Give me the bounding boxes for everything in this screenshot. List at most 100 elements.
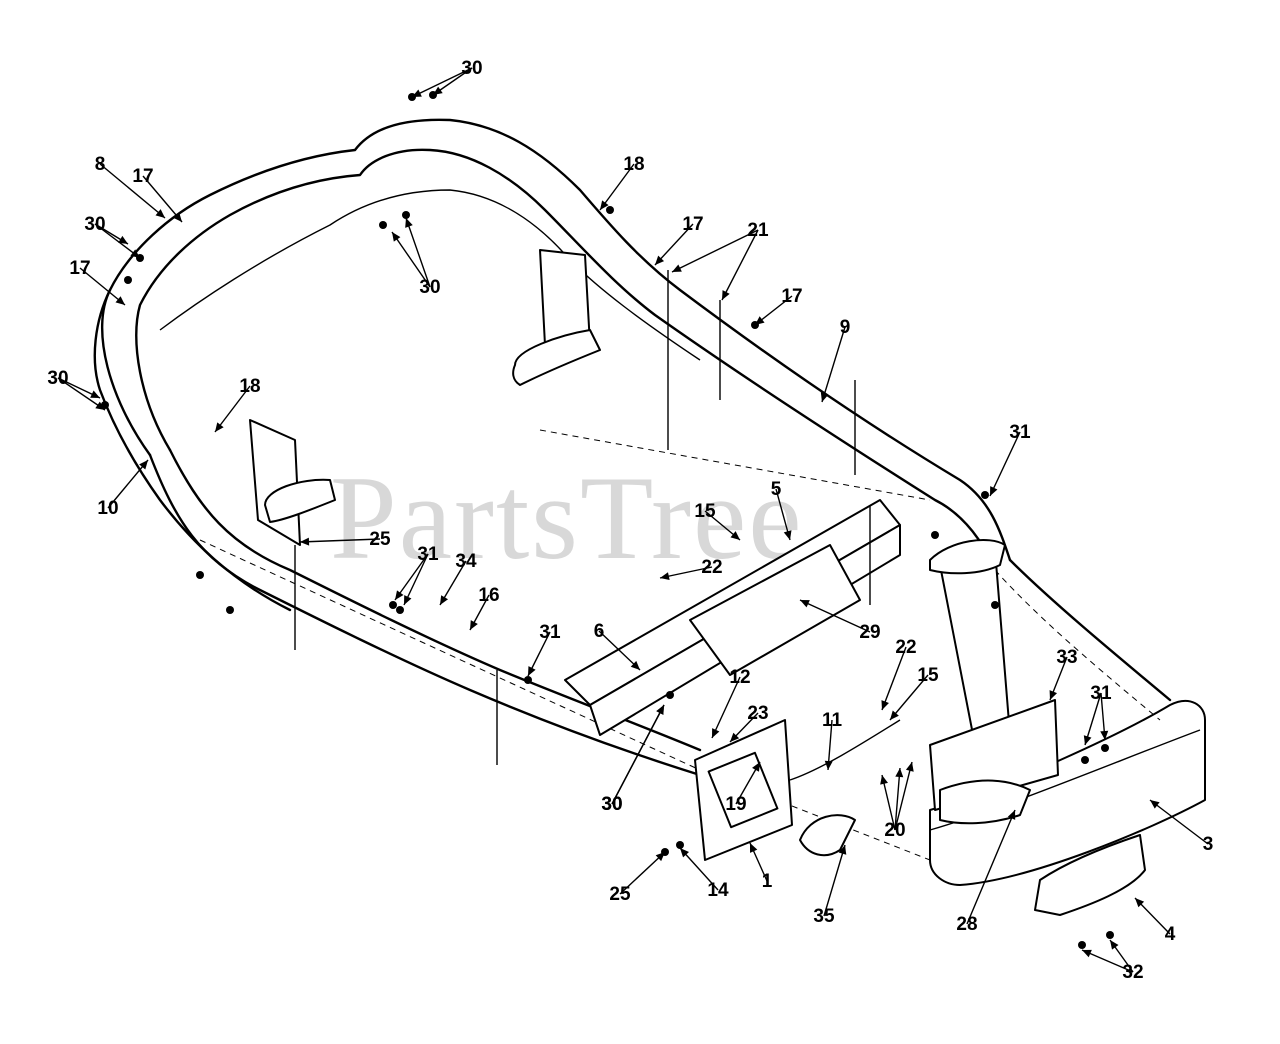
callout-18: 18 <box>599 154 645 211</box>
callout-30: 30 <box>47 368 106 411</box>
callout-23: 23 <box>729 703 769 743</box>
callout-30: 30 <box>411 58 483 98</box>
callout-30: 30 <box>84 214 141 259</box>
callout-leader <box>671 229 759 273</box>
callout-label: 15 <box>694 501 716 522</box>
callout-leader <box>1149 799 1209 845</box>
callout-arrowhead <box>660 572 670 581</box>
callout-label: 5 <box>771 479 782 500</box>
callout-arrowhead <box>630 660 640 670</box>
callout-arrowhead <box>1082 949 1092 958</box>
callout-leader <box>99 163 166 219</box>
callout-label: 20 <box>884 820 905 841</box>
callout-leader <box>142 175 183 223</box>
callout-10: 10 <box>97 459 149 519</box>
callout-label: 17 <box>781 286 802 307</box>
callout-label: 9 <box>840 317 851 338</box>
callout-arrowhead <box>990 486 998 496</box>
callout-31: 31 <box>989 422 1031 497</box>
callout-arrowhead <box>905 762 914 772</box>
callout-arrowhead <box>1110 940 1119 950</box>
callout-label: 33 <box>1056 647 1077 668</box>
callout-17: 17 <box>132 166 183 223</box>
callout-leader <box>721 229 759 301</box>
callout-label: 32 <box>1122 962 1143 983</box>
callout-29: 29 <box>799 599 881 643</box>
callout-label: 3 <box>1203 834 1214 855</box>
callout-label: 6 <box>594 621 605 642</box>
callout-19: 19 <box>725 761 761 815</box>
callout-leader <box>799 599 871 633</box>
callout-12: 12 <box>711 667 751 739</box>
callout-arrowhead <box>824 760 833 770</box>
callout-leader <box>654 223 694 266</box>
callout-arrowhead <box>895 768 904 778</box>
callout-arrowhead <box>155 209 165 218</box>
callout-arrowhead <box>672 264 682 272</box>
callout-label: 25 <box>609 884 631 905</box>
callout-arrowhead <box>730 531 740 540</box>
callout-arrowhead <box>800 600 810 608</box>
callout-label: 30 <box>84 214 105 235</box>
callout-leader <box>894 761 913 831</box>
callout-leader <box>989 431 1021 497</box>
callout-leader <box>889 674 929 721</box>
callout-5: 5 <box>771 479 792 541</box>
callout-arrowhead <box>1049 690 1058 700</box>
callout-17: 17 <box>654 214 704 266</box>
callout-label: 30 <box>601 794 622 815</box>
callout-label: 30 <box>461 58 482 79</box>
callout-25: 25 <box>299 529 391 550</box>
callout-label: 31 <box>539 622 561 643</box>
callout-leader <box>214 385 251 433</box>
callout-25: 25 <box>609 851 666 905</box>
callout-label: 28 <box>956 914 977 935</box>
callout-22: 22 <box>659 557 723 581</box>
callout-33: 33 <box>1049 647 1078 701</box>
callout-15: 15 <box>889 665 939 721</box>
callout-30: 30 <box>601 704 665 815</box>
callout-arrowhead <box>215 422 224 432</box>
callout-leader <box>405 217 431 288</box>
callout-arrowhead <box>820 392 829 402</box>
callout-arrowhead <box>173 212 182 222</box>
callout-leader <box>1084 692 1102 746</box>
callout-leader <box>394 553 429 601</box>
callout-arrowhead <box>1083 735 1092 745</box>
callout-leader <box>823 844 846 917</box>
callout-leader <box>966 809 1016 925</box>
callout-label: 1 <box>762 871 773 892</box>
callout-label: 23 <box>747 703 768 724</box>
callout-leader <box>598 630 641 671</box>
callout-label: 31 <box>417 544 439 565</box>
callout-label: 15 <box>917 665 939 686</box>
callout-8: 8 <box>95 154 166 219</box>
callout-label: 30 <box>601 794 622 815</box>
callout-arrowhead <box>890 710 899 720</box>
callout-leader <box>821 326 846 403</box>
callout-arrowhead <box>395 590 404 600</box>
frame-drawing <box>93 91 1206 949</box>
callout-9: 9 <box>820 317 851 403</box>
callout-14: 14 <box>679 847 729 901</box>
callout-label: 30 <box>47 368 68 389</box>
callout-label: 31 <box>1090 683 1112 704</box>
callout-30: 30 <box>391 217 441 298</box>
callout-arrowhead <box>730 732 740 742</box>
callout-17: 17 <box>69 258 126 306</box>
callout-arrowhead <box>783 530 792 540</box>
callout-15: 15 <box>694 501 741 541</box>
callout-arrowhead <box>433 86 443 95</box>
callout-leader <box>599 163 635 211</box>
callout-35: 35 <box>813 844 847 927</box>
callout-arrowhead <box>750 843 758 853</box>
callout-20: 20 <box>880 761 914 841</box>
callout-arrowhead <box>1135 898 1145 908</box>
callout-arrowhead <box>752 762 760 772</box>
callout-leader <box>881 774 896 831</box>
callout-arrowhead <box>115 296 125 305</box>
callout-leader <box>881 646 907 711</box>
callout-label: 10 <box>97 498 118 519</box>
watermark: PartsTree <box>330 451 804 584</box>
callout-arrowhead <box>130 249 140 258</box>
